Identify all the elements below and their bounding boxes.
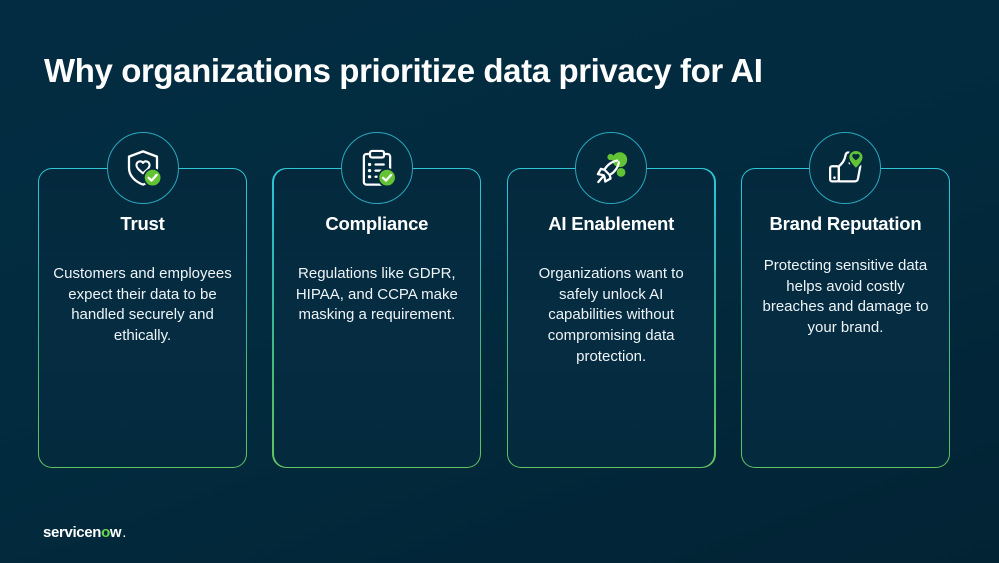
- card-body: Regulations like GDPR, HIPAA, and CCPA m…: [295, 264, 458, 324]
- card-title: AI Enablement: [548, 213, 675, 235]
- card-inner: Brand Reputation Protecting sensitive da…: [742, 169, 949, 467]
- card-title: Compliance: [325, 213, 429, 235]
- rocket-sparkle-icon: [575, 132, 648, 204]
- card-inner: Trust Customers and employees expect the…: [39, 169, 246, 467]
- logo-text-accent-o: o: [101, 524, 110, 541]
- thumbs-up-pin-icon: [809, 132, 882, 204]
- card-body: Customers and employees expect their dat…: [53, 264, 232, 344]
- logo-text-part1: servicen: [43, 524, 102, 541]
- page-title: Why organizations prioritize data privac…: [44, 52, 763, 90]
- card-trust[interactable]: Trust Customers and employees expect the…: [38, 132, 247, 468]
- card-body: Organizations want to safely unlock AI c…: [538, 264, 684, 365]
- card-body: Protecting sensitive data helps avoid co…: [762, 256, 929, 336]
- card-ai-enablement[interactable]: AI Enablement Organizations want to safe…: [506, 132, 716, 468]
- cards-row: Trust Customers and employees expect the…: [38, 132, 950, 468]
- card-title: Brand Reputation: [769, 213, 922, 235]
- card-brand-reputation[interactable]: Brand Reputation Protecting sensitive da…: [740, 132, 950, 468]
- card-compliance[interactable]: Compliance Regulations like GDPR, HIPAA,…: [272, 132, 482, 468]
- card-inner: AI Enablement Organizations want to safe…: [507, 169, 715, 467]
- servicenow-logo: servicen o w .: [43, 524, 126, 541]
- card-title: Trust: [120, 213, 165, 235]
- logo-text-part2: w: [109, 524, 122, 541]
- card-inner: Compliance Regulations like GDPR, HIPAA,…: [273, 169, 481, 467]
- clipboard-checklist-check-icon: [340, 132, 413, 204]
- shield-heart-check-icon: [106, 132, 179, 204]
- logo-trademark-dot: .: [122, 524, 127, 541]
